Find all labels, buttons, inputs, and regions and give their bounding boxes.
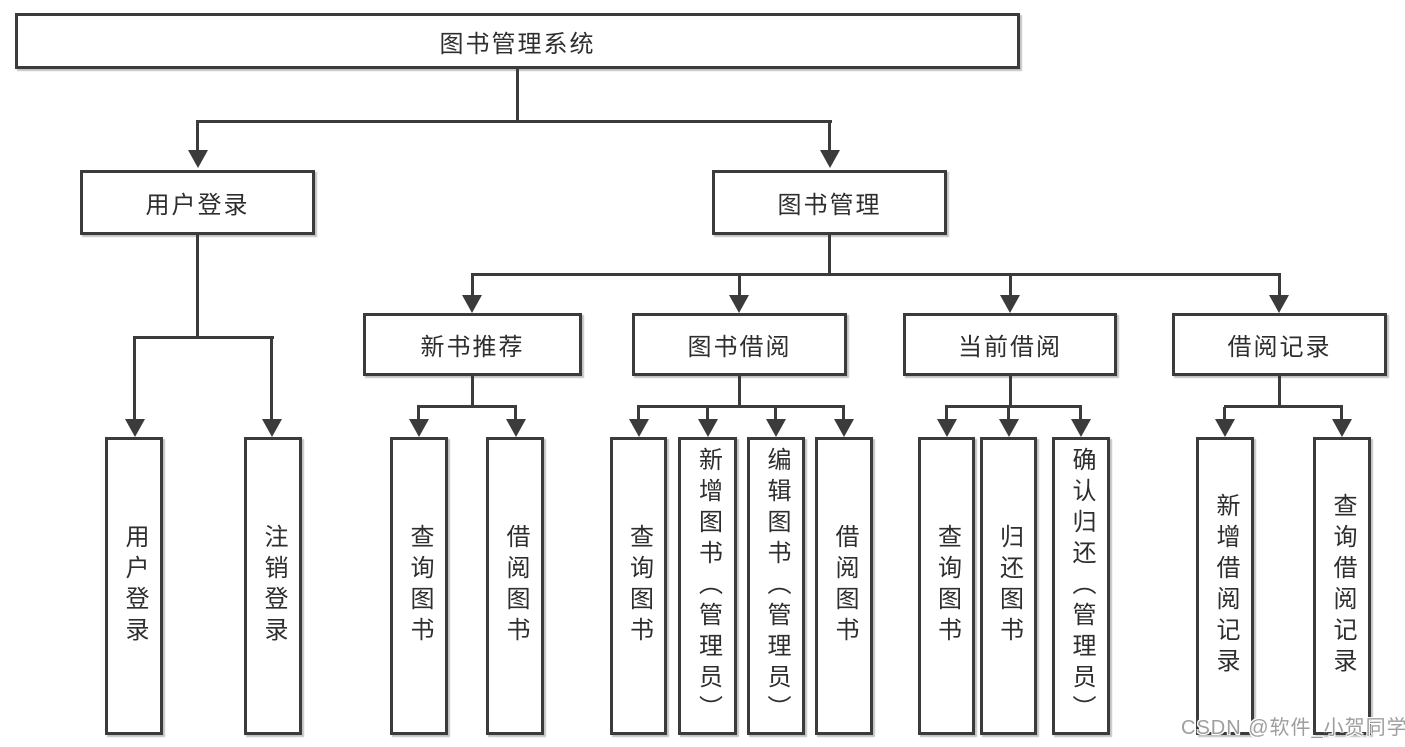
node-label: 查询图书 bbox=[625, 524, 653, 648]
csdn-watermark: CSDN @软件_小贺同学 bbox=[1181, 717, 1405, 739]
connector-logout-drop bbox=[270, 338, 273, 420]
node-library-management-system: 图书管理系统 bbox=[15, 13, 1020, 69]
connector-g1-drop-2 bbox=[514, 407, 517, 421]
connector-user-login-bar bbox=[133, 336, 274, 339]
arrowhead-g2-1 bbox=[629, 419, 649, 437]
connector-root-stub bbox=[516, 69, 519, 123]
node-add-books-admin: 新增图书（管理员） bbox=[678, 437, 737, 735]
connector-g2-drop-2 bbox=[706, 407, 709, 421]
node-label: 新书推荐 bbox=[420, 334, 525, 361]
arrowhead-g1-1 bbox=[409, 419, 429, 437]
connector-g1-drop-1 bbox=[417, 407, 420, 421]
node-borrowing-records: 借阅记录 bbox=[1172, 313, 1387, 376]
arrowhead-book-borrow bbox=[729, 295, 749, 313]
node-user-login-leaf: 用户登录 bbox=[105, 437, 163, 735]
connector-new-book-drop bbox=[471, 275, 474, 297]
node-label: 用户登录 bbox=[121, 524, 148, 648]
node-label: 借阅图书 bbox=[502, 524, 529, 648]
node-label: 确认归还（管理员） bbox=[1068, 446, 1095, 726]
arrowhead-login bbox=[125, 419, 145, 437]
node-label: 编辑图书（管理员） bbox=[763, 446, 790, 726]
arrowhead-g3-3 bbox=[1071, 419, 1091, 437]
arrowhead-g3-2 bbox=[999, 419, 1019, 437]
connector-g3-drop-3 bbox=[1079, 407, 1082, 421]
connector-login-drop bbox=[133, 338, 136, 420]
node-label: 图书管理系统 bbox=[439, 30, 596, 58]
node-edit-books-admin: 编辑图书（管理员） bbox=[747, 437, 805, 735]
arrowhead-g2-3 bbox=[766, 419, 786, 437]
arrowhead-book-mgmt bbox=[820, 150, 840, 168]
arrowhead-g1-2 bbox=[506, 419, 526, 437]
connector-g3-drop-2 bbox=[1007, 407, 1010, 421]
arrowhead-borrow-record bbox=[1269, 295, 1289, 313]
connector-book-mgmt-stub bbox=[828, 235, 831, 276]
connector-user-login-drop bbox=[196, 122, 199, 152]
node-confirm-return-admin: 确认归还（管理员） bbox=[1052, 437, 1110, 735]
node-label: 归还图书 bbox=[995, 524, 1023, 648]
node-borrow-books-borrowing: 借阅图书 bbox=[815, 437, 873, 735]
node-return-books: 归还图书 bbox=[980, 437, 1037, 735]
connector-g2-drop-4 bbox=[842, 407, 845, 421]
node-label: 新增借阅记录 bbox=[1212, 493, 1239, 679]
connector-g2-stub bbox=[738, 376, 741, 407]
connector-book-borrow-drop bbox=[738, 275, 741, 297]
arrowhead-g2-4 bbox=[834, 419, 854, 437]
connector-g1-bar bbox=[417, 405, 517, 408]
node-label: 查询图书 bbox=[406, 524, 433, 648]
node-label: 新增图书（管理员） bbox=[694, 446, 722, 726]
connector-user-login-stub bbox=[196, 235, 199, 339]
arrowhead-g4-2 bbox=[1332, 419, 1352, 437]
node-current-borrowing: 当前借阅 bbox=[903, 313, 1117, 376]
arrowhead-current-borrow bbox=[1000, 295, 1020, 313]
arrowhead-new-book bbox=[462, 295, 482, 313]
node-label: 图书管理 bbox=[777, 192, 882, 219]
connector-book-mgmt-bar bbox=[471, 273, 1281, 276]
connector-book-mgmt-drop bbox=[828, 122, 831, 152]
node-label: 借阅图书 bbox=[831, 524, 858, 648]
node-book-management: 图书管理 bbox=[712, 170, 947, 235]
connector-g1-stub bbox=[471, 376, 474, 407]
node-label: 借阅记录 bbox=[1227, 334, 1332, 361]
node-query-books-current: 查询图书 bbox=[918, 437, 975, 735]
node-label: 当前借阅 bbox=[958, 334, 1062, 361]
connector-g3-stub bbox=[1009, 376, 1012, 407]
node-user-login: 用户登录 bbox=[80, 170, 315, 235]
node-logout: 注销登录 bbox=[244, 437, 302, 735]
node-query-borrow-record: 查询借阅记录 bbox=[1313, 437, 1371, 735]
connector-g4-drop-1 bbox=[1223, 407, 1226, 421]
connector-root-bar bbox=[196, 120, 832, 123]
node-borrow-books-recommend: 借阅图书 bbox=[486, 437, 544, 735]
connector-g4-drop-2 bbox=[1340, 407, 1343, 421]
connector-g2-bar bbox=[637, 405, 845, 408]
connector-g4-stub bbox=[1278, 376, 1281, 407]
node-query-books-recommend: 查询图书 bbox=[390, 437, 448, 735]
arrowhead-g3-1 bbox=[937, 419, 957, 437]
connector-g2-drop-1 bbox=[637, 407, 640, 421]
node-book-borrowing: 图书借阅 bbox=[632, 313, 847, 376]
connector-borrow-record-drop bbox=[1278, 275, 1281, 297]
arrowhead-user-login bbox=[188, 150, 208, 168]
node-label: 用户登录 bbox=[145, 192, 250, 219]
node-label: 注销登录 bbox=[260, 524, 287, 648]
connector-g2-drop-3 bbox=[774, 407, 777, 421]
arrowhead-g2-2 bbox=[698, 419, 718, 437]
node-label: 查询图书 bbox=[933, 524, 961, 648]
connector-g4-bar bbox=[1224, 405, 1343, 408]
node-label: 查询借阅记录 bbox=[1329, 493, 1356, 679]
connector-g3-bar bbox=[945, 405, 1082, 408]
connector-current-borrow-drop bbox=[1009, 275, 1012, 297]
node-new-book-recommendation: 新书推荐 bbox=[363, 313, 582, 376]
arrowhead-logout bbox=[262, 419, 282, 437]
arrowhead-g4-1 bbox=[1215, 419, 1235, 437]
connector-g3-drop-1 bbox=[945, 407, 948, 421]
node-label: 图书借阅 bbox=[687, 334, 792, 361]
node-query-books-borrowing: 查询图书 bbox=[610, 437, 667, 735]
node-add-borrow-record: 新增借阅记录 bbox=[1196, 437, 1254, 735]
